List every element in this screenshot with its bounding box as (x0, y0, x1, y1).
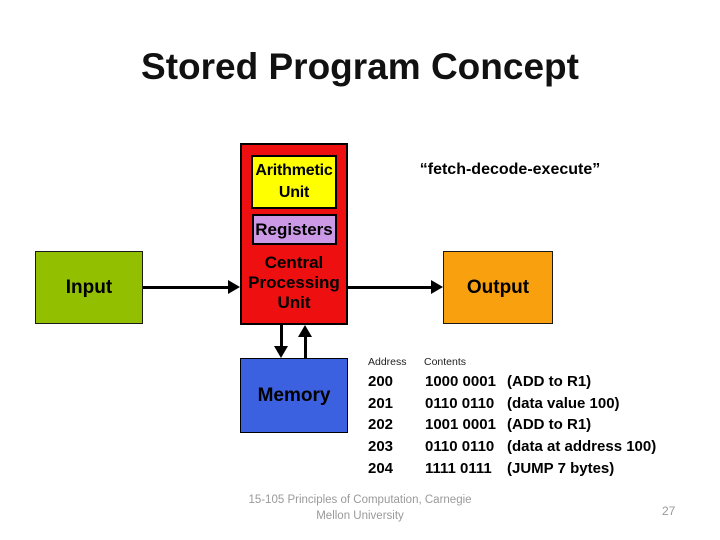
row-contents: 0110 0110 (425, 438, 495, 456)
row-contents: 1111 0111 (425, 459, 492, 477)
table-row: 200 1000 0001 (ADD to R1) (368, 371, 656, 393)
memory-table: 200 1000 0001 (ADD to R1) 201 0110 0110 … (368, 371, 656, 480)
arrow-input-to-cpu-line (143, 286, 228, 289)
table-row: 201 0110 0110 (data value 100) (368, 393, 656, 415)
row-address: 204 (368, 459, 394, 477)
arrow-cpu-to-output-line (348, 286, 431, 289)
input-box: Input (35, 251, 143, 324)
arrow-cpu-to-output-head (431, 280, 443, 294)
input-label: Input (65, 276, 113, 298)
row-note: (data value 100) (507, 394, 620, 412)
table-row: 202 1001 0001 (ADD to R1) (368, 414, 656, 436)
output-box: Output (443, 251, 553, 324)
registers-box: Registers (251, 214, 337, 245)
registers-label: Registers (255, 219, 333, 239)
table-row: 203 0110 0110 (data at address 100) (368, 436, 656, 458)
arithmetic-unit-label: Arithmetic Unit (255, 162, 333, 201)
row-address: 203 (368, 438, 394, 456)
arithmetic-unit-box: Arithmetic Unit (251, 155, 337, 209)
page-number: 27 (662, 504, 676, 518)
arrow-input-to-cpu-head (228, 280, 240, 294)
row-contents: 1001 0001 (425, 416, 496, 434)
row-note: (JUMP 7 bytes) (507, 459, 615, 477)
arrow-cpu-to-memory-line (280, 325, 283, 347)
footer-line-1: 15-105 Principles of Computation, Carneg… (248, 494, 472, 506)
memory-label: Memory (257, 384, 331, 406)
memory-table-contents-header: Contents (424, 356, 467, 368)
output-label: Output (466, 276, 530, 298)
arrow-cpu-to-memory-head (274, 346, 288, 358)
row-note: (data at address 100) (507, 438, 657, 456)
row-address: 200 (368, 373, 394, 390)
fetch-decode-execute-annotation: “fetch-decode-execute” (419, 161, 601, 178)
arrow-memory-to-cpu-head (298, 325, 312, 337)
cpu-box: Arithmetic Unit Registers Central Proces… (240, 143, 348, 325)
footer-line-2: Mellon University (316, 510, 404, 522)
row-note: (ADD to R1) (507, 373, 592, 390)
memory-box: Memory (240, 358, 348, 433)
row-contents: 0110 0110 (425, 394, 495, 412)
table-row: 204 1111 0111 (JUMP 7 bytes) (368, 458, 656, 480)
memory-table-address-header: Address (368, 356, 407, 368)
row-contents: 1000 0001 (425, 373, 496, 390)
arrow-memory-to-cpu-line (304, 337, 307, 358)
row-address: 202 (368, 416, 394, 434)
row-note: (ADD to R1) (507, 416, 592, 434)
row-address: 201 (368, 394, 394, 412)
slide-footer: 15-105 Principles of Computation, Carneg… (160, 492, 560, 524)
cpu-label: Central Processing Unit (248, 252, 340, 313)
slide-title: Stored Program Concept (141, 46, 579, 87)
